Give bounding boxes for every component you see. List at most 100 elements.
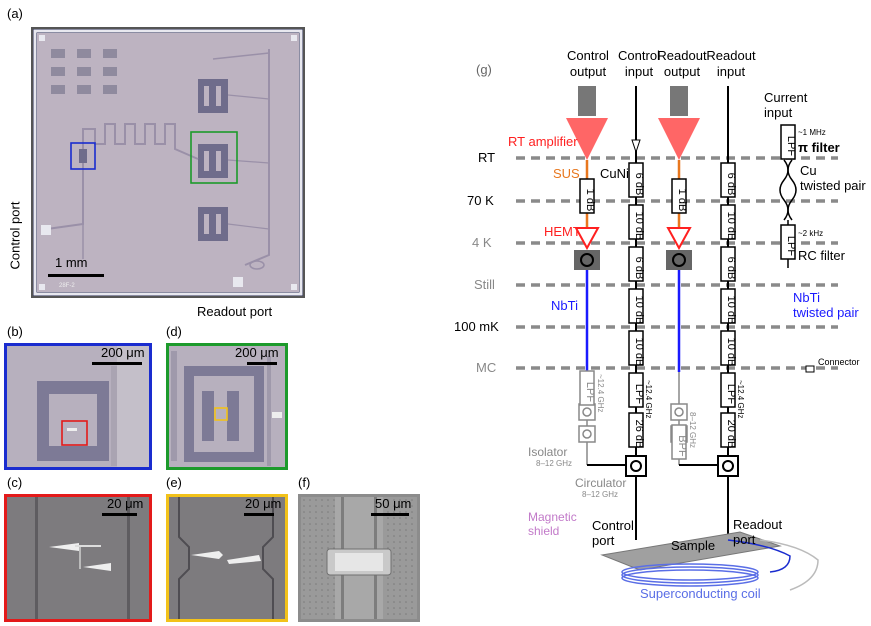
readout-input-atten-6: 20 dB bbox=[720, 412, 737, 449]
current-input-lpf-top: LPF bbox=[780, 124, 797, 160]
stage-label-mc: MC bbox=[476, 360, 497, 375]
panel-d-image bbox=[169, 346, 285, 467]
column-header-control-input: Control input bbox=[614, 48, 664, 80]
control-input-atten-3: 10 dB bbox=[628, 288, 645, 325]
sample-control-port-label: Control port bbox=[592, 518, 634, 548]
readout-input-atten-2: 6 dB bbox=[720, 246, 737, 282]
control-output-lpf-freq: ~12.4 GHz bbox=[596, 374, 605, 412]
stage-label-4k: 4 K bbox=[472, 235, 492, 250]
magnetic-shield-line1: Magnetic bbox=[528, 510, 577, 524]
panel-b-scale: 200 μm bbox=[101, 345, 145, 360]
hemt-readout bbox=[666, 227, 692, 251]
control-input-atten-2-text: 6 dB bbox=[633, 257, 645, 280]
nbti-label: NbTi bbox=[551, 298, 578, 313]
current-input-lpf-top-text: LPF bbox=[785, 136, 797, 156]
panel-f-image bbox=[301, 497, 417, 619]
control-output-atten-0: 1 dB bbox=[579, 178, 596, 214]
current-input-lpf-bottom-text: LPF bbox=[785, 236, 797, 256]
zoom-panel-c: 20 μm bbox=[4, 494, 152, 622]
control-output-line1: Control bbox=[567, 48, 609, 63]
control-input-atten-2: 6 dB bbox=[628, 246, 645, 282]
readout-output-bpf-freq: 8–12 GHz bbox=[688, 412, 697, 448]
circulator-freq: 8–12 GHz bbox=[582, 490, 619, 499]
sample-readout-port-label: Readout port bbox=[733, 517, 782, 547]
readout-input-atten-0: 6 dB bbox=[720, 162, 737, 198]
chip-scale-label: 1 mm bbox=[55, 255, 88, 270]
cu-twisted-line2: twisted pair bbox=[800, 178, 866, 193]
chip-micrograph: 1 mm 28F-2 bbox=[31, 27, 305, 298]
isolator-freq: 8–12 GHz bbox=[536, 459, 573, 468]
rt-amplifier-control bbox=[566, 86, 608, 160]
sample-readout-port-line2: port bbox=[733, 532, 756, 547]
readout-input-atten-5-text: LPF bbox=[725, 384, 737, 404]
chip-id: 28F-2 bbox=[59, 283, 75, 289]
current-input-lpf-bottom: LPF bbox=[780, 224, 797, 260]
readout-output-line1: Readout bbox=[657, 48, 707, 63]
sus-label: SUS bbox=[553, 166, 580, 181]
panel-e-image bbox=[169, 497, 285, 619]
coil-label: Superconducting coil bbox=[640, 586, 761, 601]
zoom-panel-f: 50 μm bbox=[298, 494, 420, 622]
control-input-atten-1-text: 10 dB bbox=[633, 212, 645, 241]
readout-input-atten-3: 10 dB bbox=[720, 288, 737, 324]
magnetic-shield-line2: shield bbox=[528, 524, 560, 538]
rc-filter-freq: ~2 kHz bbox=[798, 229, 824, 238]
nbti-twisted-line1: NbTi bbox=[793, 290, 820, 305]
panel-d-scale: 200 μm bbox=[235, 345, 279, 360]
chip-layout-drawing bbox=[33, 29, 303, 296]
control-input-atten-6: 26 dB bbox=[628, 412, 645, 448]
readout-input-atten-2-text: 6 dB bbox=[725, 257, 737, 280]
panel-c-image bbox=[7, 497, 149, 619]
control-input-atten-0: 6 dB bbox=[628, 162, 645, 198]
stage-label-still: Still bbox=[474, 277, 495, 292]
readout-input-line2: input bbox=[716, 64, 746, 79]
sample-label: Sample bbox=[671, 538, 716, 553]
sample-control-port-line1: Control bbox=[592, 518, 634, 533]
rt-amplifier-readout bbox=[658, 86, 700, 160]
rc-filter-label: RC filter bbox=[798, 248, 845, 263]
panel-b-image bbox=[7, 346, 149, 467]
panel-label-a: (a) bbox=[7, 6, 23, 21]
readout-output-bpf-text: BPF bbox=[676, 435, 688, 457]
temperature-stage-lines bbox=[516, 156, 838, 370]
control-input-atten-5-text: LPF bbox=[633, 384, 645, 404]
zoom-panel-e: 20 μm bbox=[166, 494, 288, 622]
current-input-label: Current input bbox=[764, 90, 807, 120]
readout-output-atten-0-text: 1 dB bbox=[676, 189, 688, 212]
stage-label-rt: RT bbox=[478, 150, 496, 165]
sample-readout-port-line1: Readout bbox=[733, 517, 783, 532]
panel-f-scale: 50 μm bbox=[375, 496, 412, 511]
column-header-readout-input: Readout input bbox=[706, 48, 756, 80]
column-header-control-output: Control output bbox=[560, 48, 616, 80]
readout-input-atten-4: 10 dB bbox=[720, 330, 737, 367]
panel-label-b: (b) bbox=[7, 324, 23, 339]
readout-input-atten-4-text: 10 dB bbox=[725, 338, 737, 367]
nbti-twisted-label: NbTi twisted pair bbox=[793, 290, 859, 320]
column-header-readout-output: Readout output bbox=[654, 48, 710, 80]
control-input-atten-3-text: 10 dB bbox=[633, 296, 645, 325]
stage-label-70k: 70 K bbox=[467, 193, 494, 208]
connector-label: Connector bbox=[818, 357, 860, 367]
control-input-line2: input bbox=[624, 64, 654, 79]
stage-label-100mk: 100 mK bbox=[454, 319, 499, 334]
control-input-lpf-freq: ~12.4 GHz bbox=[644, 380, 653, 418]
readout-input-atten-6-text: 20 dB bbox=[725, 420, 737, 449]
readout-input-atten-0-text: 6 dB bbox=[725, 173, 737, 196]
panel-label-g: (g) bbox=[476, 62, 492, 77]
control-input-atten-5: LPF bbox=[628, 372, 645, 408]
rt-amplifier-label: RT amplifier bbox=[508, 134, 578, 149]
control-output-atten-0-text: 1 dB bbox=[584, 189, 596, 212]
cu-twisted-label: Cu twisted pair bbox=[800, 163, 866, 193]
zoom-panel-d: 200 μm bbox=[166, 343, 288, 470]
control-input-atten-4-text: 10 dB bbox=[633, 338, 645, 367]
panel-label-f: (f) bbox=[298, 475, 311, 490]
readout-input-atten-1-text: 10 dB bbox=[725, 212, 737, 241]
control-input-atten-4: 10 dB bbox=[628, 330, 645, 367]
magnetic-shield-label: Magnetic shield bbox=[528, 510, 577, 538]
control-input-line1: Control bbox=[618, 48, 660, 63]
control-output-lpf-text: LPF bbox=[584, 382, 596, 402]
control-input-atten-0-text: 6 dB bbox=[633, 173, 645, 196]
zoom-panel-b: 200 μm bbox=[4, 343, 152, 470]
readout-input-atten-1: 10 dB bbox=[720, 204, 737, 241]
circulator-label: Circulator bbox=[575, 476, 627, 490]
